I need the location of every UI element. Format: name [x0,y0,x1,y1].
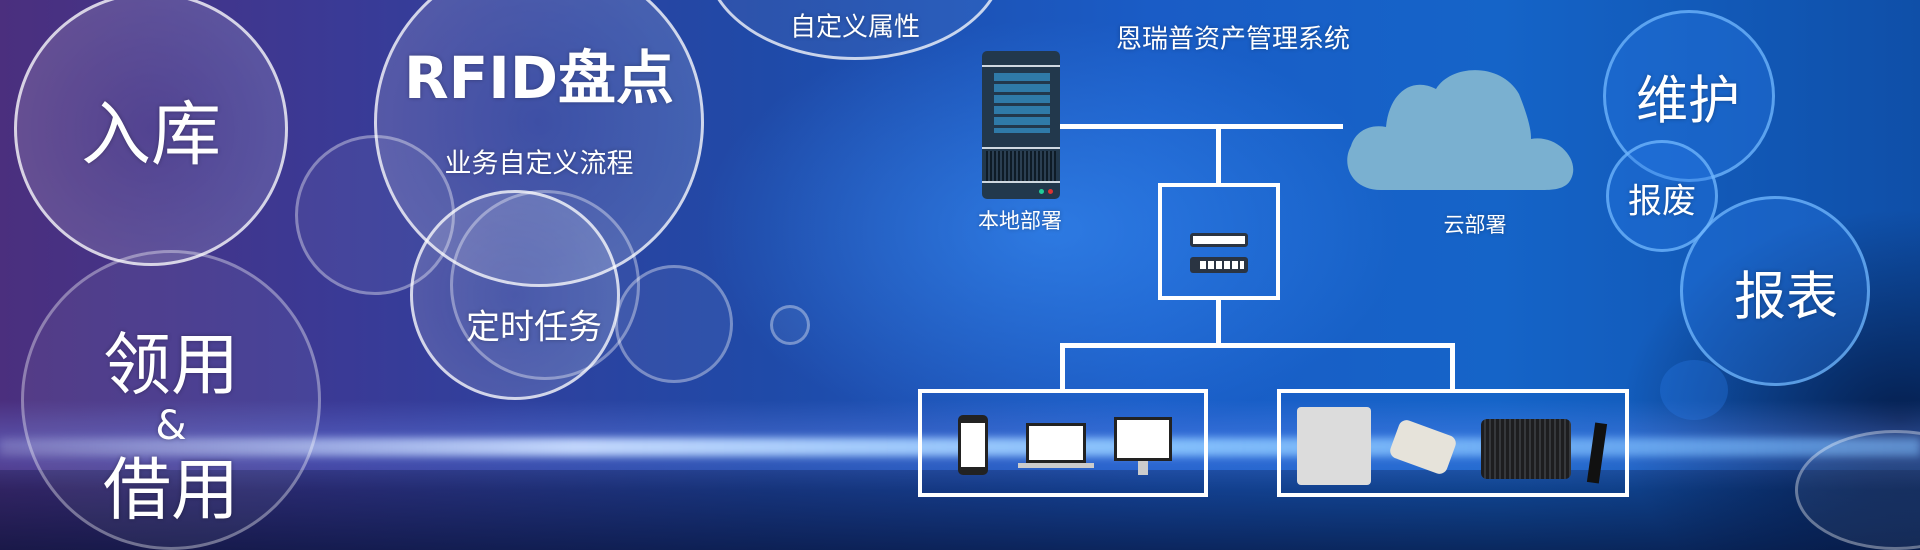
bubble-decor [615,265,733,383]
system-title: 恩瑞普资产管理系统 [1115,24,1351,55]
rfid-label: RFID盘点 [403,44,675,112]
bubble-decor [1660,360,1728,420]
router-icon [1190,233,1248,247]
connector-line [1060,343,1065,391]
local-deploy-label: 本地部署 [978,209,1062,233]
cloud-icon [1347,70,1574,190]
scrap-label: 报废 [1628,181,1696,222]
bubble-decor [770,305,810,345]
bottom-shade [0,470,1920,550]
phone-icon [958,415,988,475]
report-label: 报表 [1733,267,1839,328]
custom-attr-label: 自定义属性 [789,12,921,43]
ampersand: & [155,403,187,449]
bubble-decor [450,190,640,380]
laptop-icon [1026,423,1086,463]
connector-line [1216,124,1221,186]
connector-line [1060,124,1343,129]
router-box [1158,183,1280,300]
maintain-label: 维护 [1635,71,1741,132]
connector-line [1216,299,1221,347]
cloud-deploy-label: 云部署 [1443,213,1507,237]
inbound-label: 入库 [81,93,221,176]
rfid-tag-icon [1586,422,1608,484]
laptop-base [1018,463,1094,468]
client-devices-box [918,389,1208,497]
monitor-stand [1138,461,1148,475]
monitor-icon [1114,417,1172,461]
workflow-label: 业务自定义流程 [444,148,634,180]
rfid-desktop-reader-icon [1387,417,1459,477]
switch-icon [1190,257,1248,273]
scheduled-label: 定时任务 [466,307,602,348]
server-icon [982,51,1060,199]
borrow-label: 借用 [102,451,240,531]
rfid-devices-box [1277,389,1629,497]
bubble-use [21,250,321,550]
connector-line [1060,343,1455,348]
rfid-fixed-reader-icon [1481,419,1571,479]
connector-line [1450,343,1455,391]
rfid-antenna-icon [1297,407,1371,485]
use-label: 领用 [102,326,240,406]
bubble-report [1680,196,1870,386]
